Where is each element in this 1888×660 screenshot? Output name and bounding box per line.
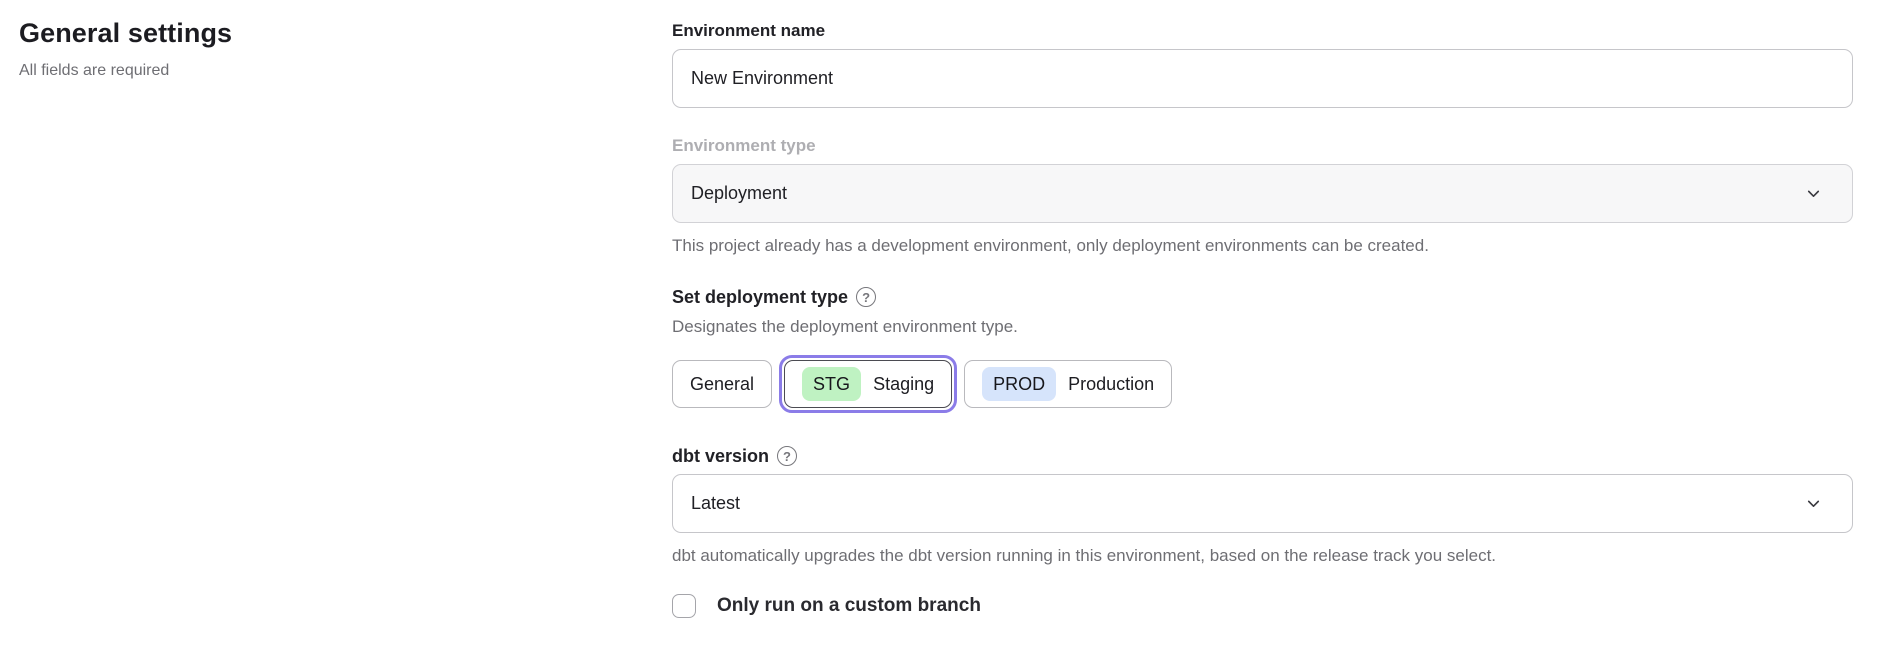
production-badge: PROD — [982, 367, 1057, 401]
custom-branch-checkbox[interactable] — [672, 594, 696, 618]
deployment-option-staging[interactable]: STG Staging — [784, 360, 953, 408]
environment-name-input[interactable] — [672, 49, 1853, 108]
environment-name-label: Environment name — [672, 21, 826, 40]
deployment-type-label: Set deployment type — [672, 287, 849, 307]
deployment-type-description: Designates the deployment environment ty… — [672, 317, 1018, 336]
deployment-type-options: General STG Staging PROD Production — [672, 355, 1853, 413]
deployment-option-staging-selected-ring: STG Staging — [779, 355, 958, 413]
page-title: General settings — [19, 18, 233, 48]
environment-type-select: Deployment — [672, 164, 1853, 223]
page-subtitle: All fields are required — [19, 62, 170, 80]
dbt-version-header: dbt version ? — [672, 446, 1853, 466]
chevron-down-icon — [1805, 185, 1822, 202]
deployment-option-production-label: Production — [1068, 373, 1155, 394]
help-icon[interactable]: ? — [777, 446, 798, 466]
dbt-version-value: Latest — [691, 493, 741, 513]
custom-branch-label[interactable]: Only run on a custom branch — [717, 595, 981, 616]
deployment-option-staging-label: Staging — [873, 373, 935, 394]
settings-header: General settings All fields are required — [0, 0, 672, 660]
dbt-version-label: dbt version — [672, 446, 770, 466]
environment-form: Environment name Environment type Deploy… — [672, 0, 1853, 660]
custom-branch-row: Only run on a custom branch — [672, 594, 1853, 618]
dbt-version-helper: dbt automatically upgrades the dbt versi… — [672, 546, 1497, 565]
help-icon[interactable]: ? — [856, 287, 877, 307]
deployment-option-general[interactable]: General — [672, 360, 773, 408]
environment-type-label: Environment type — [672, 136, 816, 155]
deployment-type-header: Set deployment type ? — [672, 287, 1853, 307]
staging-badge: STG — [802, 367, 862, 401]
deployment-option-production[interactable]: PROD Production — [964, 360, 1173, 408]
deployment-option-general-label: General — [690, 373, 755, 394]
chevron-down-icon — [1805, 495, 1822, 512]
dbt-version-select[interactable]: Latest — [672, 474, 1853, 533]
environment-type-helper: This project already has a development e… — [672, 236, 1429, 255]
environment-type-value: Deployment — [691, 183, 788, 203]
